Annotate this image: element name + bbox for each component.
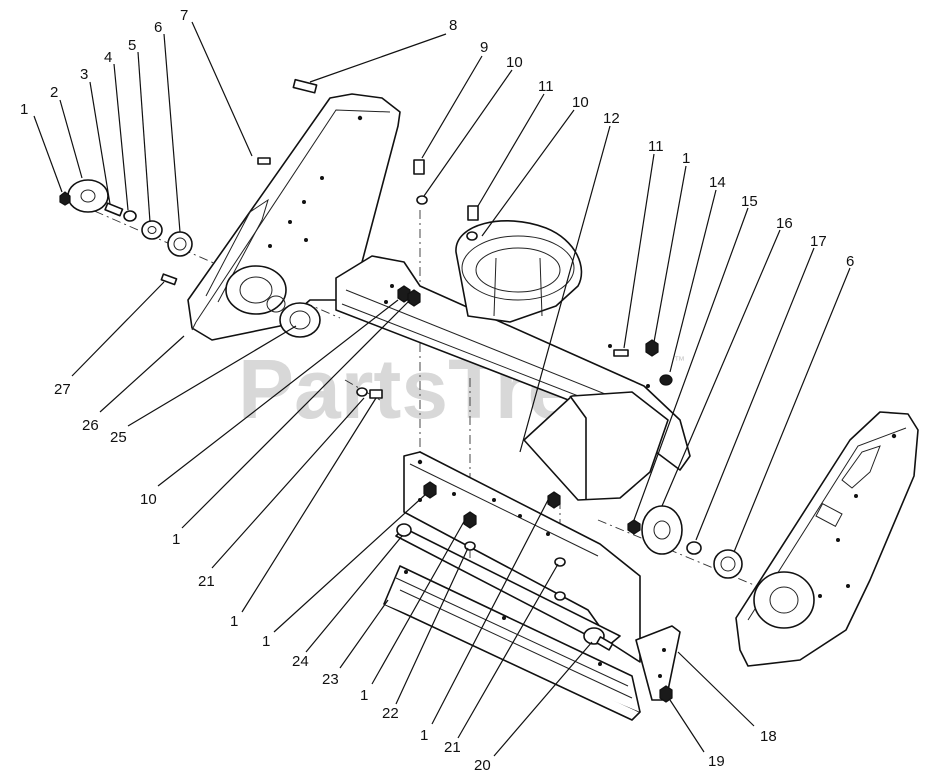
callout-1-e: 1 [262,633,270,650]
callout-9: 9 [480,39,488,56]
nut-1-right [547,491,561,509]
callout-12: 12 [603,110,620,127]
bolt-27 [160,273,178,286]
callout-21-b: 21 [444,739,461,756]
callout-5: 5 [128,37,136,54]
washer-21-right [554,557,566,567]
callout-1-f: 1 [360,687,368,704]
callout-11-a: 11 [538,78,554,95]
nut-1-upper-b [407,289,421,307]
leader-lines [33,21,851,757]
callout-15: 15 [741,193,758,210]
callout-26: 26 [82,417,99,434]
callout-2: 2 [50,84,58,101]
bolt-7 [257,157,271,165]
callout-6-a: 6 [154,19,162,36]
callout-8: 8 [449,17,457,34]
carriage-bolt-20 [583,627,614,651]
callout-10-b: 10 [572,94,589,111]
bearing-right [713,549,743,579]
collar-17 [686,541,702,555]
bolt-9 [413,159,425,175]
washer-10-mid [466,231,478,241]
callout-21-a: 21 [198,573,215,590]
left-bearing-stack [59,78,318,286]
nut-left [59,191,71,206]
callout-27: 27 [54,381,71,398]
callout-23: 23 [322,671,339,688]
callout-17: 17 [810,233,827,250]
callout-10-a: 10 [506,54,523,71]
bearing-flange-left [67,179,109,213]
washer-21-bottom [554,591,566,601]
callout-1-g: 1 [420,727,428,744]
callout-16: 16 [776,215,793,232]
bolt-11-top [467,205,479,221]
callout-20: 20 [474,757,491,774]
nut-right-1 [645,339,659,357]
nut-right-2 [627,519,641,535]
right-bearing-stack [613,339,743,579]
small-hardware [356,159,566,601]
part-14 [659,374,673,386]
auger-housing [335,220,691,501]
bolt-8 [292,78,318,94]
lock-collar-left [123,210,137,222]
nut-19 [659,685,673,703]
nut-1-mid [463,511,477,529]
bolt-11-right [613,349,629,357]
callout-25: 25 [110,429,127,446]
callout-1-d: 1 [230,613,238,630]
washer-10-top [416,195,428,205]
carriage-bolt-left [104,202,124,217]
callout-7: 7 [180,7,188,24]
bolt-left-mid [369,389,383,399]
callout-6-b: 6 [846,253,854,270]
callout-3: 3 [80,66,88,83]
callout-1-a: 1 [20,101,28,118]
washer-22 [464,541,476,551]
bearing-flange-right [641,505,683,555]
callout-4: 4 [104,49,112,66]
washer-21-left [356,387,368,397]
bearing-left [167,231,193,257]
callout-1-b: 1 [682,150,690,167]
scraper-bar [383,527,641,721]
callout-11-b: 11 [648,138,664,155]
callout-10-c: 10 [140,491,157,508]
callout-1-c: 1 [172,531,180,548]
washer-left [141,220,163,240]
callout-22: 22 [382,705,399,722]
callout-labels: 1 2 3 4 5 6 7 8 9 10 11 10 12 11 1 14 15… [20,7,854,774]
skid-shoe [635,625,681,703]
callout-14: 14 [709,174,726,191]
part-24-bolt [396,523,412,537]
callout-18: 18 [760,728,777,745]
right-side-plate [735,411,919,667]
callout-24: 24 [292,653,309,670]
watermark-trademark: ™ [674,355,685,367]
callout-19: 19 [708,753,725,770]
nut-1-left [423,481,437,499]
